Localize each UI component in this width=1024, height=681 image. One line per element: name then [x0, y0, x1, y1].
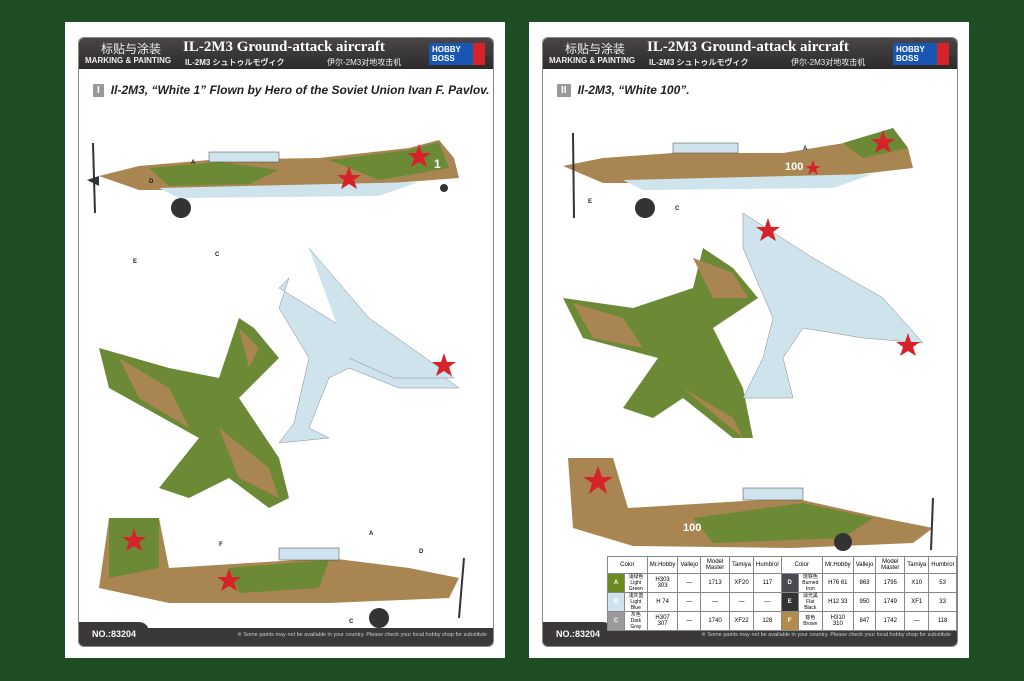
cn-label: 标贴与涂装: [101, 42, 162, 56]
color-swatch: B: [607, 592, 625, 612]
header-bar: 标贴与涂装 MARKING & PAINTING IL-2M3 Ground-a…: [543, 38, 957, 69]
instruction-card-left: 标贴与涂装 MARKING & PAINTING IL-2M3 Ground-a…: [78, 37, 494, 647]
color-swatch: C: [607, 611, 625, 631]
svg-text:C: C: [215, 252, 220, 258]
color-swatch: D: [780, 573, 799, 593]
svg-text:E: E: [133, 259, 137, 265]
svg-text:C: C: [675, 206, 680, 212]
svg-text:100: 100: [785, 161, 803, 173]
color-swatch: E: [780, 592, 799, 612]
left-page: 标贴与涂装 MARKING & PAINTING IL-2M3 Ground-a…: [65, 22, 505, 658]
svg-text:C: C: [349, 619, 354, 625]
hobbyboss-logo: HOBBY BOSS: [429, 42, 485, 65]
footer-bar: NO.:83204 ※ Some paints may not be avail…: [79, 622, 493, 646]
svg-text:100: 100: [683, 522, 701, 534]
header-bar: 标贴与涂装 MARKING & PAINTING IL-2M3 Ground-a…: [79, 38, 493, 69]
instruction-card-right: 标贴与涂装 MARKING & PAINTING IL-2M3 Ground-a…: [542, 37, 958, 647]
right-page: 标贴与涂装 MARKING & PAINTING IL-2M3 Ground-a…: [529, 22, 969, 658]
aircraft-profiles: 1 A D C E A F D C: [87, 140, 465, 628]
svg-text:A: A: [803, 146, 808, 152]
product-number: NO.:83204: [79, 622, 149, 646]
svg-text:E: E: [588, 199, 592, 205]
color-swatch: F: [780, 611, 799, 631]
svg-text:D: D: [149, 179, 154, 185]
side-view-right: 100 A E C: [563, 128, 913, 219]
footer-bar: NO.:83204 ※ Some paints may not be avail…: [543, 622, 957, 646]
bottom-view-left: [278, 247, 460, 444]
svg-text:A: A: [191, 160, 196, 166]
aircraft-profiles: 100 A E C 100: [563, 128, 934, 551]
side-view-left: 1 A D C E: [87, 140, 459, 265]
hobbyboss-logo: HOBBY BOSS: [893, 42, 949, 65]
page-title: IL-2M3 Ground-attack aircraft: [183, 39, 385, 55]
jp-title: IL-2M3 シュトゥルモヴィク: [185, 58, 285, 67]
top-view-right: [563, 248, 758, 438]
side-view-right-left: A F D C: [99, 518, 465, 628]
side-view-left-right: 100: [568, 458, 934, 551]
cn-title: 伊尔-2M3对地攻击机: [327, 58, 402, 67]
color-swatch: A: [607, 573, 625, 593]
top-view-left: [99, 318, 289, 508]
svg-text:A: A: [369, 531, 374, 537]
en-label: MARKING & PAINTING: [85, 56, 172, 65]
svg-text:F: F: [219, 542, 223, 548]
svg-text:D: D: [419, 549, 424, 555]
tail-number: 1: [434, 157, 441, 171]
bottom-view-right: [742, 212, 924, 399]
footer-note: ※ Some paints may not be available in yo…: [237, 632, 487, 638]
